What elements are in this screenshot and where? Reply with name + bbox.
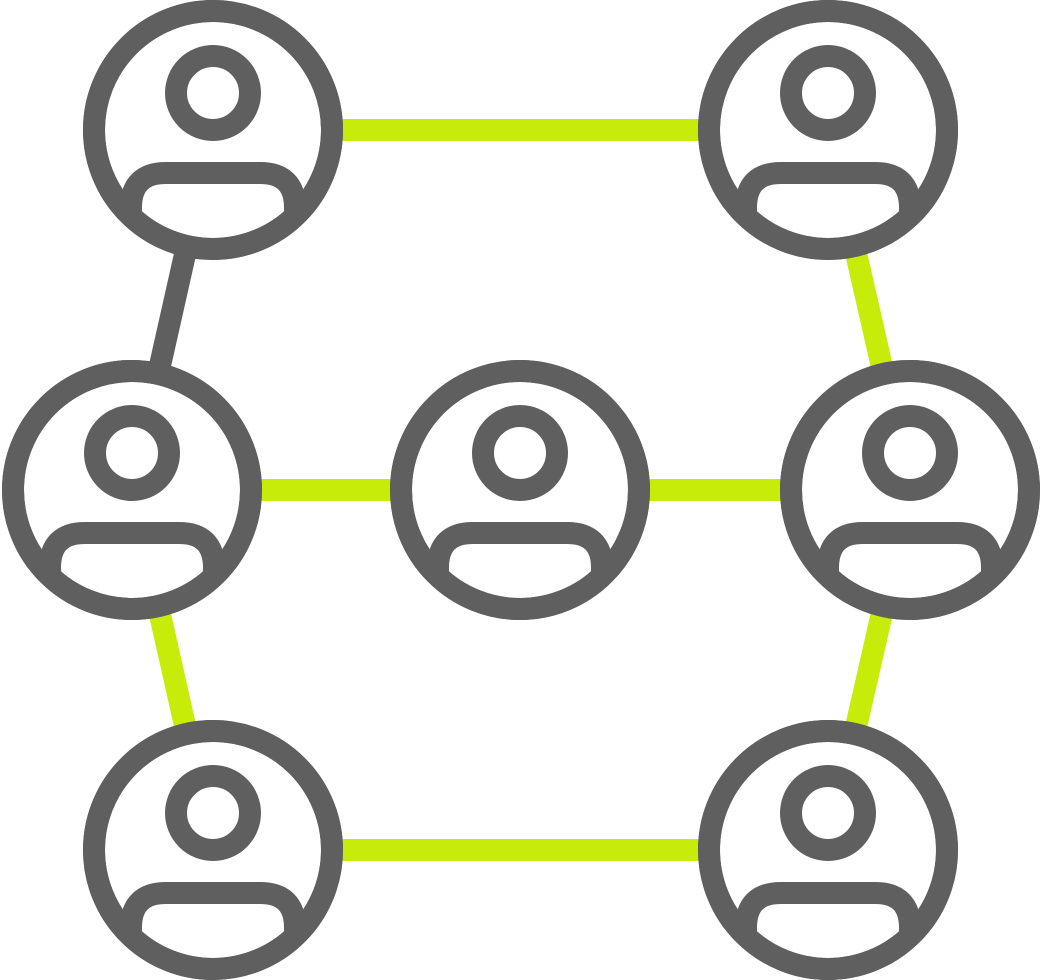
node-ring-outline <box>698 0 958 260</box>
user-head <box>165 765 261 861</box>
user-head <box>165 45 261 141</box>
user-head <box>862 405 958 501</box>
user-shoulders <box>427 522 613 609</box>
node-ring-outline <box>780 360 1040 620</box>
node-center <box>390 360 650 620</box>
user-icon <box>735 45 921 249</box>
user-icon <box>735 765 921 969</box>
node-ring-outline <box>390 360 650 620</box>
node-middle-left <box>2 360 262 620</box>
node-top-right <box>698 0 958 260</box>
user-shoulders <box>735 882 921 969</box>
node-ring-outline <box>698 720 958 980</box>
user-icon <box>120 45 306 249</box>
node-bottom-right <box>698 720 958 980</box>
user-shoulders <box>817 522 1003 609</box>
node-top-left <box>83 0 343 260</box>
node-middle-right <box>780 360 1040 620</box>
user-icon <box>120 765 306 969</box>
user-head <box>780 765 876 861</box>
user-shoulders <box>120 882 306 969</box>
user-head <box>84 405 180 501</box>
user-head <box>472 405 568 501</box>
user-shoulders <box>39 522 225 609</box>
node-ring-outline <box>2 360 262 620</box>
user-head <box>780 45 876 141</box>
node-ring-outline <box>83 720 343 980</box>
user-icon <box>427 405 613 609</box>
node-ring-outline <box>83 0 343 260</box>
user-shoulders <box>735 162 921 249</box>
user-icon <box>817 405 1003 609</box>
node-bottom-left <box>83 720 343 980</box>
user-icon <box>39 405 225 609</box>
user-shoulders <box>120 162 306 249</box>
